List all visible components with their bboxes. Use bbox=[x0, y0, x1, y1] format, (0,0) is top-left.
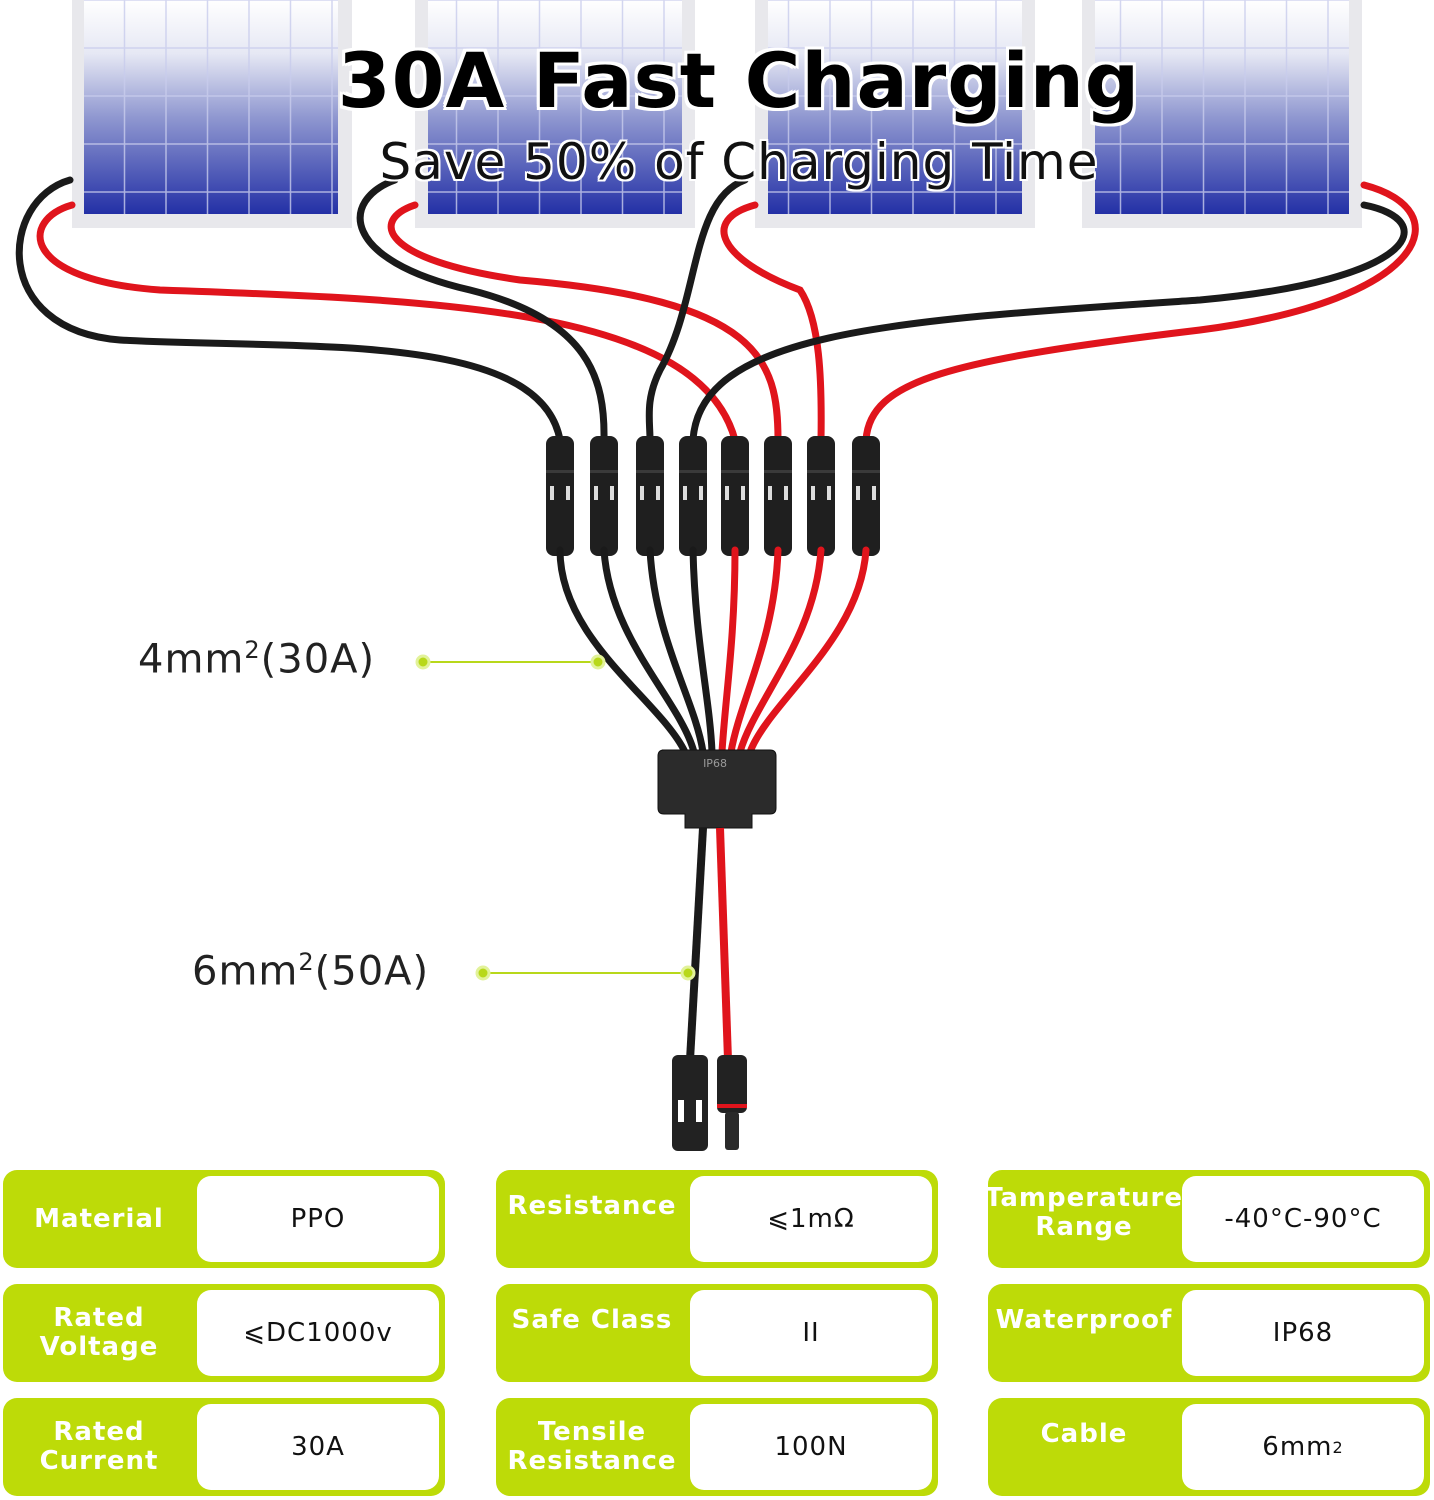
wire-red bbox=[746, 546, 870, 756]
wire-red bbox=[727, 546, 782, 756]
spec-value: 100N bbox=[690, 1404, 932, 1490]
spec-value: 30A bbox=[197, 1404, 439, 1490]
headline-title: 30A Fast Charging bbox=[337, 36, 1141, 125]
product-illustration: 30A Fast Charging Save 50% of Charging T… bbox=[15, 0, 1419, 1151]
callout-4mm-sup: 2 bbox=[244, 636, 261, 664]
inline-mc4-connector bbox=[546, 436, 574, 556]
wire-black bbox=[686, 827, 707, 1061]
callout-4mm-base: 4mm bbox=[138, 636, 245, 683]
solar-panel bbox=[72, 0, 352, 228]
spec-table: Material PPO Rated Voltage ⩽DC1000v Rate… bbox=[3, 1170, 1431, 1498]
spec-value: IP68 bbox=[1182, 1290, 1424, 1376]
inline-mc4-connector bbox=[636, 436, 664, 556]
spec-label: Material bbox=[34, 1203, 164, 1234]
wire-black bbox=[689, 546, 716, 756]
callout-4mm-rating: (30A) bbox=[260, 636, 376, 683]
spec-value: ⩽1mΩ bbox=[690, 1176, 932, 1262]
inline-mc4-connector bbox=[764, 436, 792, 556]
wire-black bbox=[15, 176, 564, 444]
callout-leader-4mm bbox=[415, 654, 606, 670]
spec-label: Rated Current bbox=[39, 1417, 159, 1476]
callout-6mm-cable: 6mm2(50A) bbox=[192, 948, 429, 994]
spec-rated-voltage: Rated Voltage ⩽DC1000v bbox=[3, 1284, 445, 1382]
cable-diagram bbox=[15, 0, 1419, 1151]
spec-temperature-range: Tamperature Range -40°C-90°C bbox=[984, 1170, 1430, 1268]
wire-red bbox=[36, 201, 739, 444]
junction-box-label: IP68 bbox=[703, 757, 727, 770]
spec-label: Resistance bbox=[507, 1191, 677, 1221]
wire-red bbox=[736, 546, 825, 756]
spec-rated-current: Rated Current 30A bbox=[3, 1398, 445, 1496]
inline-mc4-connector bbox=[721, 436, 749, 556]
callout-4mm-cable: 4mm2(30A) bbox=[138, 636, 375, 682]
spec-label: Tensile Resistance bbox=[507, 1417, 677, 1476]
spec-label: Waterproof bbox=[995, 1305, 1173, 1335]
inline-mc4-connector bbox=[679, 436, 707, 556]
solar-panel bbox=[755, 0, 1035, 228]
spec-tensile-resistance: Tensile Resistance 100N bbox=[496, 1398, 938, 1496]
solar-panel bbox=[415, 0, 695, 228]
spec-value-base: 6mm bbox=[1262, 1432, 1333, 1462]
junction-box bbox=[657, 749, 777, 829]
wire-red bbox=[720, 201, 825, 444]
spec-safe-class: Safe Class II bbox=[496, 1284, 938, 1382]
wire-black bbox=[556, 546, 689, 756]
spec-resistance: Resistance ⩽1mΩ bbox=[496, 1170, 938, 1268]
spec-label: Safe Class bbox=[511, 1305, 673, 1335]
spec-label: Tamperature Range bbox=[984, 1183, 1184, 1242]
inline-mc4-connector bbox=[852, 436, 880, 556]
inline-mc4-connector bbox=[807, 436, 835, 556]
spec-material: Material PPO bbox=[3, 1170, 445, 1268]
mc4-female-connector bbox=[672, 1055, 708, 1151]
spec-value: ⩽DC1000v bbox=[197, 1290, 439, 1376]
spec-value: II bbox=[690, 1290, 932, 1376]
wire-black bbox=[645, 176, 749, 444]
headline-subtitle: Save 50% of Charging Time bbox=[379, 133, 1099, 191]
spec-value: PPO bbox=[197, 1176, 439, 1262]
spec-waterproof: Waterproof IP68 bbox=[988, 1284, 1430, 1382]
wire-red bbox=[387, 201, 782, 444]
spec-value: -40°C-90°C bbox=[1182, 1176, 1424, 1262]
wire-black bbox=[356, 176, 608, 444]
callout-6mm-sup: 2 bbox=[298, 948, 315, 976]
callout-6mm-rating: (50A) bbox=[314, 948, 430, 995]
inline-mc4-connector bbox=[590, 436, 618, 556]
wire-red bbox=[718, 546, 739, 756]
wire-black bbox=[646, 546, 707, 756]
wire-black bbox=[689, 201, 1408, 444]
wire-black bbox=[600, 546, 698, 756]
mc4-male-connector bbox=[717, 1055, 747, 1150]
solar-panel bbox=[1082, 0, 1362, 228]
spec-value-sup: 2 bbox=[1332, 1437, 1344, 1457]
wire-red bbox=[716, 827, 732, 1061]
wire-red bbox=[862, 181, 1419, 444]
callout-6mm-base: 6mm bbox=[192, 948, 299, 995]
spec-label: Cable bbox=[1040, 1419, 1128, 1449]
callout-leader-6mm bbox=[475, 965, 696, 981]
spec-label: Rated Voltage bbox=[39, 1303, 159, 1362]
